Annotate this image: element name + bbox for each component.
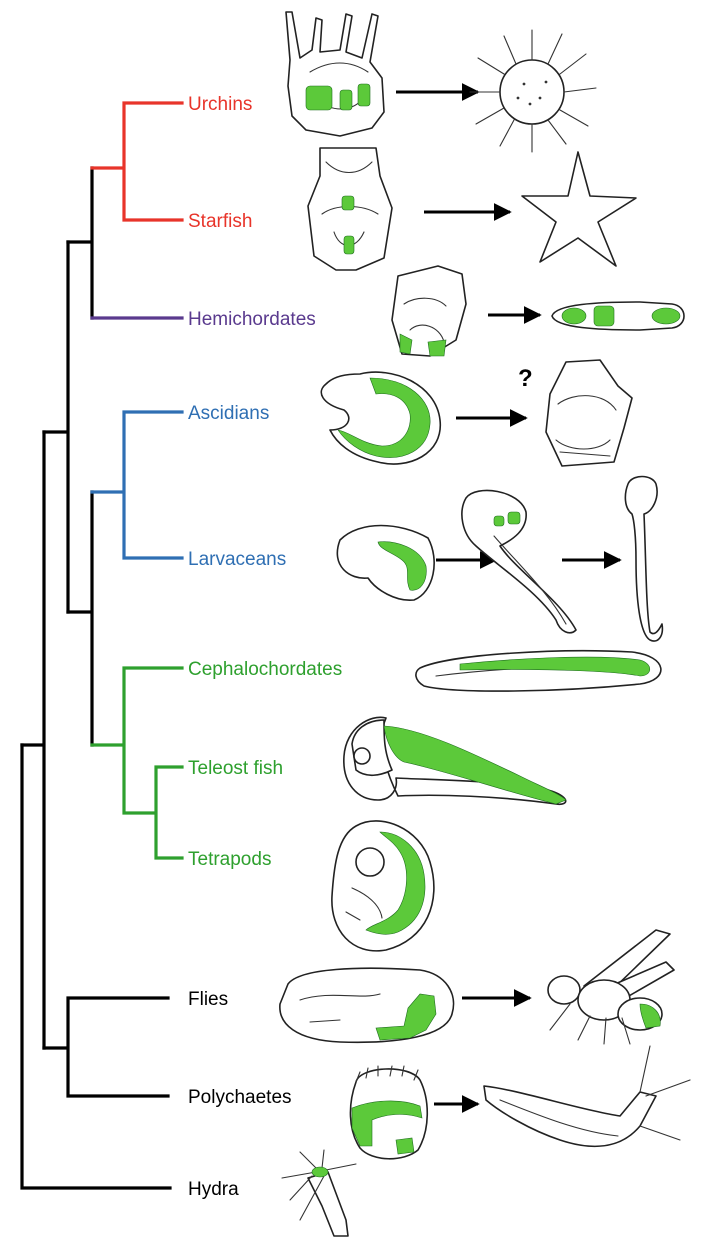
adult-starfish-drawing [522, 152, 636, 266]
tree-branch-bilateria [22, 432, 44, 1048]
label-larvaceans: Larvaceans [188, 549, 286, 570]
label-cephalochordates: Cephalochordates [188, 659, 342, 680]
question-mark: ? [518, 365, 533, 392]
tree-branch-urochordates [92, 412, 182, 558]
label-starfish: Starfish [188, 211, 252, 232]
urchin-larva-drawing [286, 12, 384, 136]
label-tetrapods: Tetrapods [188, 849, 271, 870]
starfish-larva-drawing [308, 148, 392, 270]
hydra-drawing [282, 1150, 356, 1236]
larvacean-larva-drawing [462, 490, 576, 632]
tree-branch-protostomes [44, 998, 168, 1096]
phylogenetic-tree [22, 103, 182, 1188]
adult-hemichordate-drawing [552, 302, 684, 330]
tree-branch-chordates [68, 492, 92, 745]
ascidian-larva-drawing [321, 372, 440, 464]
label-teleost-fish: Teleost fish [188, 758, 283, 779]
tetrapod-embryo-drawing [332, 821, 434, 951]
fly-embryo-drawing [280, 968, 454, 1042]
label-polychaetes: Polychaetes [188, 1087, 292, 1108]
adult-urchin-drawing [470, 30, 596, 152]
adult-larvacean-drawing [625, 477, 662, 642]
tree-branch-ambulacraria [68, 168, 92, 318]
tree-branch-deuterostomes [44, 242, 68, 612]
label-urchins: Urchins [188, 94, 252, 115]
label-ascidians: Ascidians [188, 403, 269, 424]
teleost-embryo-drawing [344, 717, 566, 804]
label-hemichordates: Hemichordates [188, 309, 316, 330]
cephalochordate-drawing [416, 651, 661, 691]
tree-branch-vertebrates [92, 668, 182, 858]
label-flies: Flies [188, 989, 228, 1010]
adult-ascidian-drawing [546, 360, 632, 466]
label-hydra: Hydra [188, 1179, 239, 1200]
tree-branch-echinoderms [92, 103, 182, 220]
adult-polychaete-drawing [484, 1046, 690, 1146]
hemichordate-larva-drawing [392, 266, 466, 356]
adult-fly-drawing [548, 930, 674, 1044]
larvacean-embryo-drawing [337, 526, 434, 601]
polychaete-larva-drawing [350, 1066, 427, 1159]
